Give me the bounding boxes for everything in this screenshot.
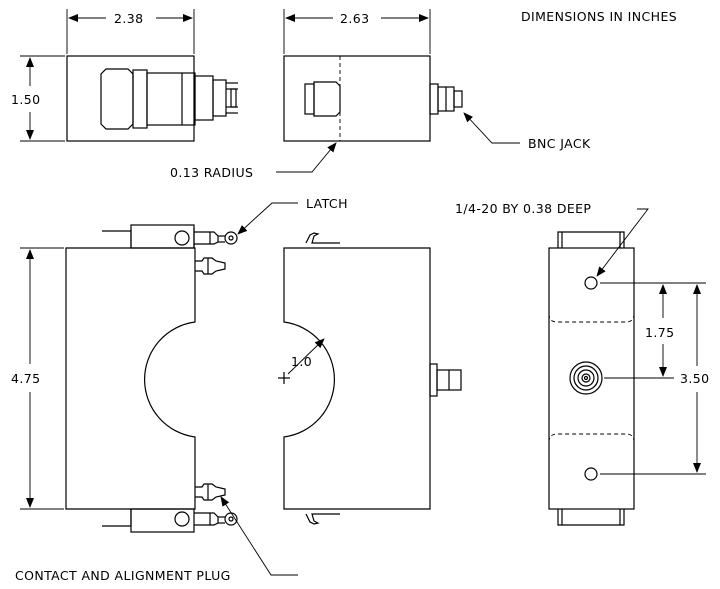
end-view: 1.75 3.50 1/4-20 BY 0.38 DEEP	[455, 201, 709, 526]
dim-radius: 1.0	[291, 354, 312, 369]
front-left-view: LATCH CONTACT AND ALIGNMENT PLUG 4.75	[11, 196, 348, 583]
callout-tapped-hole: 1/4-20 BY 0.38 DEEP	[455, 201, 591, 216]
top-right-view: 2.63 BNC JACK 0.13 RADIUS	[170, 9, 591, 180]
units-note: DIMENSIONS IN INCHES	[521, 9, 677, 24]
callout-bnc-jack: BNC JACK	[528, 136, 591, 151]
dim-end-height: 3.50	[680, 371, 709, 386]
callout-contact-plug: CONTACT AND ALIGNMENT PLUG	[15, 568, 231, 583]
dim-hole-spacing: 1.75	[645, 325, 674, 340]
dim-width-right: 2.63	[340, 11, 369, 26]
dim-height-front: 4.75	[11, 371, 40, 386]
dim-height-top: 1.50	[11, 92, 40, 107]
top-left-view: 2.38 1.50	[11, 9, 238, 142]
front-right-view: 1.0	[278, 232, 462, 525]
callout-corner-radius: 0.13 RADIUS	[170, 165, 253, 180]
dim-width-left: 2.38	[114, 11, 143, 26]
callout-latch: LATCH	[306, 196, 348, 211]
